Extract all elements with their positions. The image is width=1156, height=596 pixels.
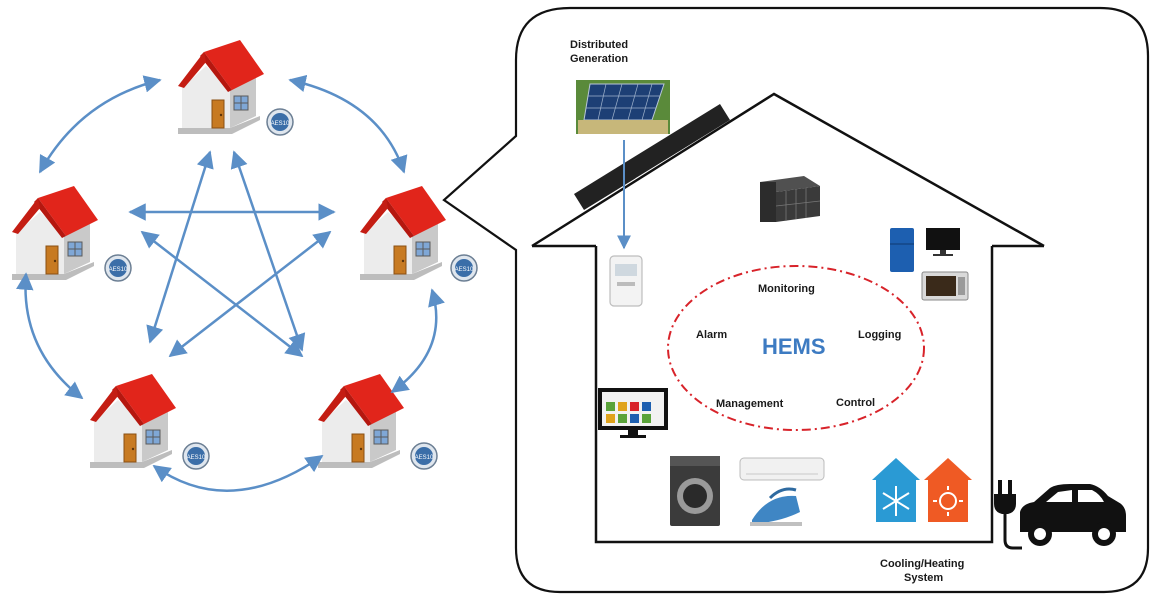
smart-meter-icon [609,255,643,307]
monitor-icon [598,388,668,438]
hems-management-label: Management [716,398,784,410]
battery-icon [760,176,821,222]
house-icon [359,185,447,281]
hems-ellipse [667,265,925,431]
distributed-generation-label: Distributed Generation [570,38,628,66]
house-icon [89,373,177,469]
svg-text:AES10: AES10 [415,455,434,461]
house-icon [317,373,405,469]
solar-panel-icon [576,80,670,134]
home-callout-bubble [442,6,1150,594]
svg-text:AES10: AES10 [187,455,206,461]
house-icon [177,39,265,135]
cooling-icon [872,458,920,522]
hems-alarm-label: Alarm [696,329,728,341]
heating-icon [924,458,972,522]
cooling-heating-line-2: System [904,572,944,584]
iron-icon [750,487,802,526]
cooling-heating-label: Cooling/Heating System [880,557,964,585]
distributed-generation-line-1: Distributed [570,39,629,51]
hems-monitoring-label: Monitoring [758,283,815,295]
air-conditioner-icon [739,457,825,481]
svg-text:AES10: AES10 [271,121,290,127]
electric-car-icon [1020,484,1126,546]
distributed-generation-line-2: Generation [570,53,629,65]
refrigerator-icon [890,228,914,272]
hems-title: HEMS [762,334,826,359]
washing-machine-icon [670,456,720,526]
roof-rail [574,104,730,210]
svg-text:AES10: AES10 [455,267,474,273]
home-outline [531,92,1045,544]
plug-icon [994,480,1022,550]
hems-logging-label: Logging [858,329,902,341]
neighborhood-ring-arrows [16,74,445,492]
house-icon [11,185,99,281]
cooling-heating-line-1: Cooling/Heating [880,558,965,570]
tv-icon [926,228,960,256]
hems-control-label: Control [836,397,876,409]
neighborhood-star-arrows [128,150,336,358]
microwave-icon [921,271,969,301]
svg-text:AES10: AES10 [109,267,128,273]
